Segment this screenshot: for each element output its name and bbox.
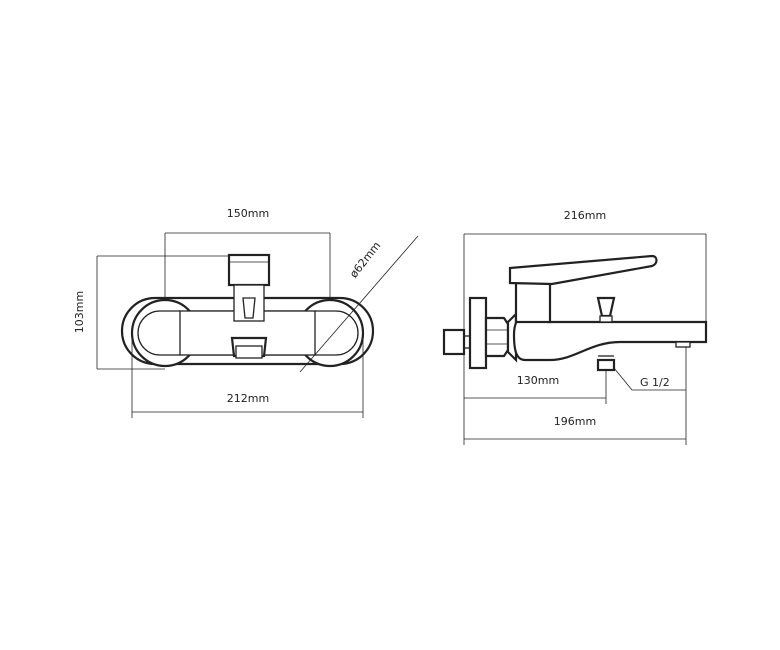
thread-label: G 1/2: [640, 376, 670, 389]
side-hex-nut: [484, 316, 510, 358]
front-view: 150mm 103mm 212mm ø62mm: [73, 207, 419, 418]
dim-line-62: [299, 235, 419, 373]
side-bottom-outlet: [596, 358, 616, 372]
right-flange-inner: [315, 310, 359, 356]
side-spout-tip: [675, 341, 691, 348]
front-spout-outlet: [235, 345, 263, 359]
side-view: 216mm 130mm 196mm G 1/2: [442, 209, 708, 445]
dim-label-103: 103mm: [73, 291, 86, 333]
left-flange-inner: [137, 310, 180, 356]
front-diverter-knob: [242, 297, 256, 319]
dim-label-62: ø62mm: [347, 239, 383, 280]
side-inlet-fitting: [442, 328, 466, 356]
dim-label-216: 216mm: [564, 209, 606, 222]
side-diverter-knob: [596, 296, 616, 318]
side-lever-handle: [508, 254, 658, 286]
thread-leader: [613, 367, 686, 391]
front-handle-block: [227, 253, 271, 287]
dim-label-196: 196mm: [554, 415, 596, 428]
side-handle-base: [514, 280, 552, 324]
dim-label-130: 130mm: [517, 374, 559, 387]
dim-label-150: 150mm: [227, 207, 269, 220]
side-wall-flange: [468, 296, 488, 370]
dim-label-212: 212mm: [227, 392, 269, 405]
